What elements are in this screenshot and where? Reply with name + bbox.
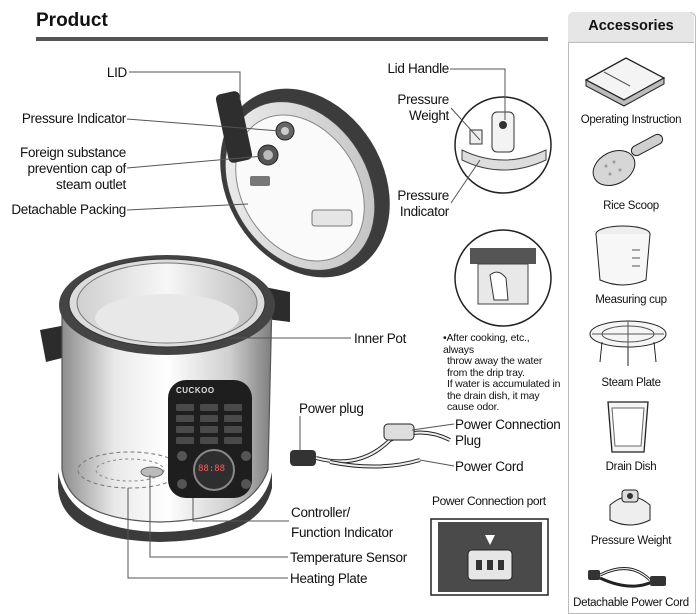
foreign-substance-label-2: prevention cap of — [27, 161, 127, 176]
note-line: •After cooking, etc., always — [443, 332, 530, 356]
accessory-label: Rice Scoop — [603, 200, 659, 212]
brand-logo: CUCKOO — [176, 386, 215, 395]
controller-label-2: Function Indicator — [291, 525, 393, 540]
power-port-detail — [430, 518, 549, 596]
inner-pot-label: Inner Pot — [354, 331, 407, 346]
cooker-body-drawing — [40, 255, 290, 542]
pressure-weight-detail — [454, 96, 552, 194]
pressure-weight-icon — [609, 489, 651, 526]
accessory-label: Pressure Weight — [590, 535, 672, 547]
title-underline — [36, 37, 548, 41]
lid-drawing — [215, 88, 390, 278]
power-plug-label: Power plug — [299, 401, 364, 416]
power-connection-plug-label-2: Plug — [455, 433, 481, 448]
foreign-substance-label-3: steam outlet — [56, 177, 126, 192]
note-line: the drain dish, it may — [447, 389, 540, 402]
pressure-weight-label-1: Pressure — [397, 92, 449, 107]
accessory-label: Drain Dish — [605, 461, 657, 473]
measuring-cup-icon — [595, 225, 651, 286]
accessories-title: Accessories — [588, 18, 674, 34]
lid-handle-label: Lid Handle — [387, 61, 449, 76]
note-line: from the drip tray. — [447, 366, 525, 379]
pressure-indicator-label: Pressure Indicator — [21, 111, 126, 126]
temperature-sensor-label: Temperature Sensor — [290, 550, 407, 565]
controller-label-1: Controller/ — [291, 505, 350, 520]
drip-tray-detail — [454, 229, 552, 327]
note-line: throw away the water — [447, 355, 543, 367]
accessory-label: Detachable Power Cord — [573, 597, 689, 609]
pressure-weight-label-2: Weight — [409, 108, 449, 123]
accessory-label: Measuring cup — [595, 294, 667, 306]
pressure-indicator-detail-label-2: Indicator — [399, 204, 449, 219]
manual-icon — [584, 57, 666, 107]
drain-dish-icon — [607, 401, 649, 453]
lid-label: LID — [106, 65, 127, 80]
power-cord-label: Power Cord — [455, 459, 524, 474]
accessories-header — [568, 12, 694, 43]
power-connection-plug-label-1: Power Connection — [455, 417, 561, 432]
note-line: cause odor. — [447, 401, 500, 413]
leader-lines — [126, 68, 506, 579]
power-connection-port-label: Power Connection port — [432, 494, 546, 508]
note-line: If water is accumulated in — [447, 378, 561, 390]
lcd-display: 88:88 — [198, 464, 226, 474]
section-title: Product — [36, 10, 108, 31]
heating-plate-label: Heating Plate — [290, 571, 368, 586]
power-cord-drawing — [290, 423, 451, 469]
detachable-packing-label: Detachable Packing — [11, 202, 126, 217]
drip-tray-note: •After cooking, etc., always throw away … — [443, 332, 563, 414]
foreign-substance-label-1: Foreign substance — [20, 145, 126, 160]
pressure-indicator-detail-label-1: Pressure — [397, 188, 449, 203]
rice-scoop-icon — [592, 133, 664, 187]
accessory-label: Operating Instruction — [580, 114, 682, 126]
steam-plate-icon — [589, 320, 667, 366]
power-cord-icon — [588, 567, 666, 588]
accessory-label: Steam Plate — [601, 377, 661, 389]
